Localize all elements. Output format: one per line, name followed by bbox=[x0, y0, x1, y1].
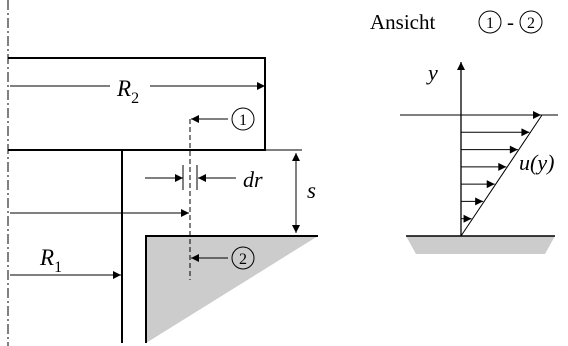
u-of-y-label: u(y) bbox=[519, 150, 554, 175]
dr-label: dr bbox=[243, 167, 263, 192]
y-axis-label: y bbox=[426, 60, 438, 85]
lower-housing-edge bbox=[145, 235, 318, 343]
r1-label: R1 bbox=[39, 245, 62, 276]
view-title: Ansicht 1 - 2 bbox=[370, 10, 543, 34]
svg-text:Ansicht: Ansicht bbox=[370, 10, 435, 34]
svg-text:2: 2 bbox=[527, 15, 535, 32]
r2-label: R2 bbox=[116, 76, 139, 107]
lower-housing bbox=[146, 236, 318, 343]
ground-hatch bbox=[406, 236, 555, 254]
profile-line bbox=[460, 114, 543, 237]
svg-text:-: - bbox=[507, 10, 514, 34]
marker-1: 1 bbox=[231, 107, 255, 131]
svg-text:2: 2 bbox=[239, 251, 247, 268]
marker-2: 2 bbox=[231, 246, 255, 270]
s-label: s bbox=[307, 178, 316, 203]
svg-text:1: 1 bbox=[486, 15, 494, 32]
profile-arrows bbox=[461, 111, 541, 223]
svg-text:1: 1 bbox=[239, 112, 247, 129]
upper-disk bbox=[8, 57, 266, 151]
